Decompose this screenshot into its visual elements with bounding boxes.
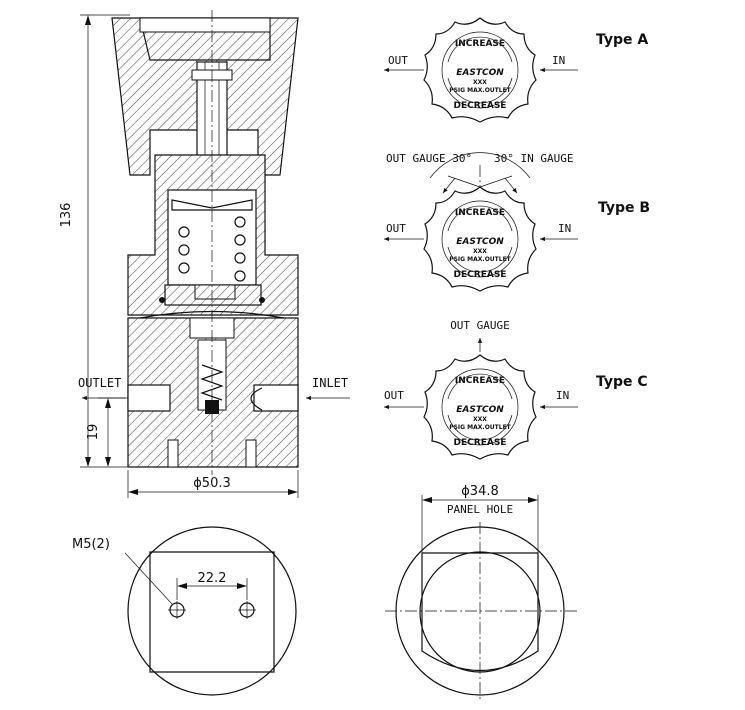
height-label: 136 — [59, 203, 74, 228]
mount-thread-label: M5(2) — [72, 537, 110, 552]
panel-hole-label: PANEL HOLE — [447, 503, 513, 516]
section-view — [111, 10, 299, 475]
port-arrows: OUTLET INLET — [78, 376, 350, 401]
knob-b-model: XXX — [473, 248, 487, 255]
type-c-gauge-top: OUT GAUGE — [450, 319, 510, 332]
knob-a-rating: PSIG MAX.OUTLET — [449, 87, 511, 94]
type-c-title: Type C — [596, 374, 648, 390]
body-diameter-dimension: ϕ50.3 — [127, 470, 299, 498]
knob-a-brand: EASTCON — [456, 68, 504, 78]
body-diameter-label: ϕ50.3 — [193, 476, 231, 491]
type-c-view: INCREASE DECREASE EASTCON XXX PSIG MAX.O… — [384, 319, 648, 460]
knob-c-rating: PSIG MAX.OUTLET — [449, 424, 511, 431]
knob-a-model: XXX — [473, 79, 487, 86]
knob-a-increase: INCREASE — [455, 39, 505, 49]
height-dimension: 136 — [59, 14, 130, 468]
type-a-in: IN — [552, 54, 565, 67]
outlet-height-label: 19 — [86, 424, 101, 441]
type-a-out: OUT — [388, 54, 408, 67]
type-a-title: Type A — [596, 32, 648, 48]
type-a-view: INCREASE DECREASE EASTCON XXX PSIG MAX.O… — [384, 17, 648, 123]
knob-c-decrease: DECREASE — [454, 438, 507, 448]
knob-c-increase: INCREASE — [455, 376, 505, 386]
knob-b-rating: PSIG MAX.OUTLET — [449, 256, 511, 263]
knob-c-brand: EASTCON — [456, 405, 504, 415]
type-b-view: INCREASE DECREASE EASTCON XXX PSIG MAX.O… — [384, 152, 650, 292]
panel-hole-diameter-label: ϕ34.8 — [461, 484, 499, 499]
type-b-title: Type B — [598, 200, 650, 216]
type-c-in: IN — [556, 389, 569, 402]
bottom-view: 22.2 M5(2) — [72, 526, 297, 696]
type-b-gauge-right: 30° IN GAUGE — [494, 152, 573, 165]
knob-a-decrease: DECREASE — [454, 101, 507, 111]
knob-b-decrease: DECREASE — [454, 270, 507, 280]
type-b-out: OUT — [386, 222, 406, 235]
panel-hole-view: ϕ34.8 PANEL HOLE — [385, 484, 578, 700]
inlet-label: INLET — [312, 376, 348, 390]
type-b-gauge-left: OUT GAUGE 30° — [386, 152, 472, 165]
hole-spacing-label: 22.2 — [198, 571, 227, 586]
knob-b-increase: INCREASE — [455, 208, 505, 218]
type-c-out: OUT — [384, 389, 404, 402]
type-b-in: IN — [558, 222, 571, 235]
outlet-label: OUTLET — [78, 376, 121, 390]
knob-b-brand: EASTCON — [456, 237, 504, 247]
knob-c-model: XXX — [473, 416, 487, 423]
outlet-height-dimension: 19 — [86, 397, 128, 467]
